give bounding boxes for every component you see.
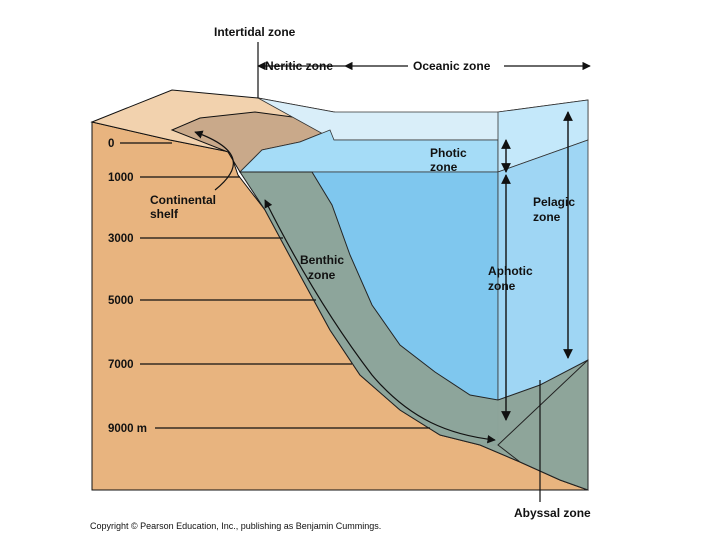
abyssal-zone-label: Abyssal zone: [514, 506, 591, 520]
aphotic-label-line2: zone: [488, 279, 516, 293]
depth-label-7000: 7000: [108, 359, 134, 371]
depth-label-3000: 3000: [108, 233, 134, 245]
intertidal-zone-label: Intertidal zone: [214, 25, 296, 39]
aphotic-label-line1: Aphotic: [488, 264, 533, 278]
benthic-label-line1: Benthic: [300, 253, 344, 267]
depth-label-5000: 5000: [108, 295, 134, 307]
photic-label-line1: Photic: [430, 146, 467, 160]
continental-shelf-label-line1: Continental: [150, 193, 216, 207]
benthic-label-line2: zone: [308, 268, 336, 282]
depth-label-9000: 9000 m: [108, 423, 147, 435]
oceanic-zone-label: Oceanic zone: [413, 59, 491, 73]
depth-label-0: 0: [108, 138, 114, 150]
photic-label-line2: zone: [430, 160, 458, 174]
depth-label-1000: 1000: [108, 172, 134, 184]
pelagic-label-line2: zone: [533, 210, 561, 224]
copyright-text: Copyright © Pearson Education, Inc., pub…: [90, 521, 381, 531]
continental-shelf-label-line2: shelf: [150, 207, 179, 221]
pelagic-label-line1: Pelagic: [533, 195, 575, 209]
